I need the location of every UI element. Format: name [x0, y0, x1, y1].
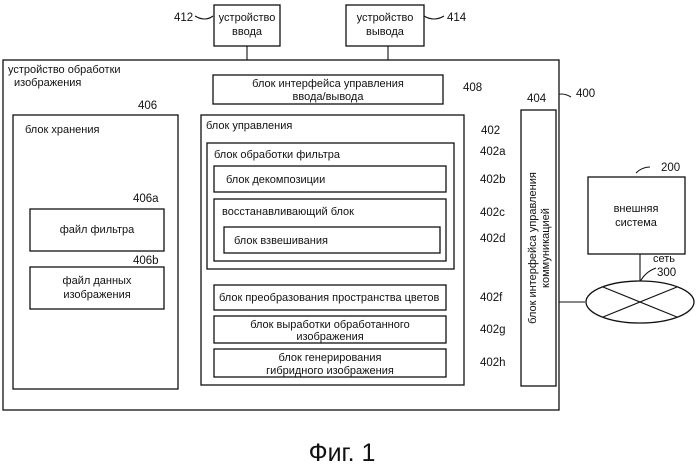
- ref-412: 412: [174, 12, 193, 24]
- reconstruction-label: восстанавливающий блок: [222, 206, 354, 218]
- ref-402h: 402h: [480, 357, 506, 369]
- ref-400: 400: [576, 88, 595, 100]
- ref-406a: 406a: [133, 193, 159, 205]
- hybrid-image-label-line2: гибридного изображения: [266, 365, 394, 377]
- apparatus-label-line2: изображения: [14, 77, 81, 89]
- external-system-label-line1: внешняя: [614, 203, 659, 215]
- leader-200: [636, 167, 650, 173]
- leader-414: [424, 16, 444, 19]
- leader-300: [640, 268, 656, 282]
- leader-412: [195, 16, 213, 19]
- comm-interface-label-line1: блок интерфейса управления: [527, 172, 539, 324]
- hybrid-image-label-line1: блок генерирования: [279, 352, 382, 364]
- image-data-file-box: [30, 267, 164, 309]
- ref-300: 300: [657, 267, 676, 279]
- io-interface-label-line1: блок интерфейса управления: [252, 78, 404, 90]
- ref-406b: 406b: [133, 255, 159, 267]
- input-device-label-line2: ввода: [232, 26, 263, 38]
- comm-interface-label-line2: коммуникацией: [540, 208, 552, 288]
- output-device-label-line2: вывода: [366, 26, 405, 38]
- ref-414: 414: [447, 12, 467, 24]
- color-space-label: блок преобразования пространства цветов: [219, 292, 439, 304]
- ref-402: 402: [481, 125, 500, 137]
- storage-label: блок хранения: [25, 124, 99, 136]
- figure-caption: Фиг. 1: [309, 439, 376, 467]
- control-unit-label: блок управления: [206, 120, 292, 132]
- ref-402f: 402f: [480, 292, 503, 304]
- ref-402d: 402d: [480, 233, 506, 245]
- output-device-label-line1: устройство: [357, 12, 414, 24]
- storage-box: [13, 115, 178, 389]
- ref-402g: 402g: [480, 324, 506, 336]
- ref-200: 200: [661, 162, 680, 174]
- image-data-file-label-line2: изображения: [63, 289, 130, 301]
- image-data-file-label-line1: файл данных: [63, 275, 132, 287]
- filter-file-label: файл фильтра: [60, 224, 135, 236]
- external-system-label-line2: система: [615, 217, 658, 229]
- weighting-label: блок взвешивания: [234, 235, 328, 247]
- filter-processing-label: блок обработки фильтра: [214, 149, 341, 161]
- processed-image-label-line2: изображения: [296, 331, 363, 343]
- ref-402c: 402c: [480, 207, 505, 219]
- ref-406: 406: [138, 100, 157, 112]
- network-label: сеть: [653, 253, 675, 265]
- input-device-label-line1: устройство: [219, 12, 276, 24]
- decomposition-label: блок декомпозиции: [226, 174, 325, 186]
- ref-408: 408: [463, 82, 482, 94]
- ref-402a: 402a: [480, 146, 506, 158]
- apparatus-label-line1: устройство обработки: [8, 64, 121, 76]
- ref-402b: 402b: [480, 174, 506, 186]
- external-system-box: [588, 177, 685, 254]
- io-interface-label-line2: ввода/вывода: [293, 91, 365, 103]
- processed-image-label-line1: блок выработки обработанного: [250, 319, 410, 331]
- ref-404: 404: [527, 93, 547, 105]
